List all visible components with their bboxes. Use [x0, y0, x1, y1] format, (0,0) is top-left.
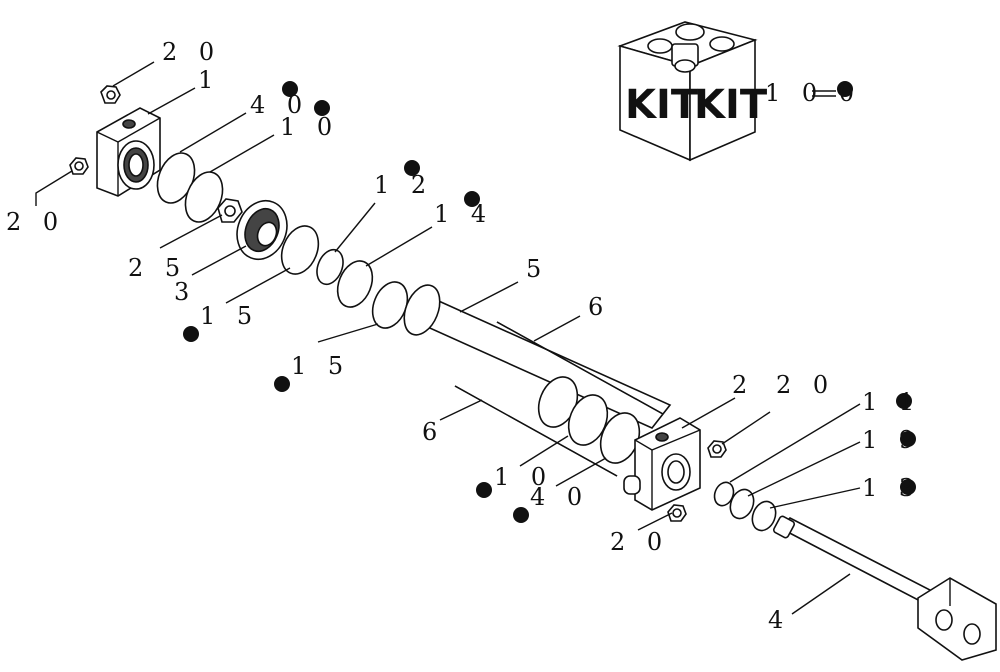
barrel-group	[403, 284, 672, 477]
piston-rod-group	[713, 481, 997, 661]
head-gland-group	[69, 85, 409, 329]
callout-1: 1	[198, 66, 220, 94]
callout-15-b: 1 5	[291, 352, 350, 380]
kit-bullet	[837, 81, 853, 97]
callout-12: 1 2	[374, 171, 433, 199]
callout-10-top: 1 0	[280, 113, 339, 141]
rod-end-block-group	[623, 417, 727, 522]
callout-5: 5	[526, 255, 548, 283]
callout-20-top: 2 0	[162, 38, 221, 66]
callout-6-top: 6	[588, 293, 610, 321]
callout-25: 2 5	[128, 254, 187, 282]
kit-box-illustration: KIT KIT	[617, 21, 768, 162]
bullet-markers	[183, 81, 916, 523]
callout-20-left: 2 0	[6, 208, 65, 236]
callout-40-bot: 4 0	[530, 483, 589, 511]
callout-labels: 1 0 0 2 0 1 4 0 1 0 2 0 2 5 3 1 5 1 2 1 …	[6, 38, 921, 634]
callout-kit-100: 1 0 0	[765, 79, 861, 107]
callout-3: 3	[174, 278, 196, 306]
callout-20-bot: 2 0	[610, 528, 669, 556]
callout-20-right: 2 0	[776, 371, 835, 399]
callout-6-left: 6	[422, 418, 444, 446]
callout-19: 1 9	[862, 426, 921, 454]
callout-15-a: 1 5	[200, 302, 259, 330]
callout-14: 1 4	[434, 200, 493, 228]
callout-40-top: 4 0	[250, 91, 309, 119]
callout-11: 1 1	[862, 388, 921, 416]
callout-13: 1 3	[862, 474, 921, 502]
kit-face-right-text: KIT	[694, 82, 768, 128]
callout-10-bot: 1 0	[494, 463, 553, 491]
leader-lines	[35, 61, 861, 615]
callout-4: 4	[768, 606, 790, 634]
callout-2: 2	[732, 371, 754, 399]
kit-face-left-text: KIT	[625, 82, 699, 128]
